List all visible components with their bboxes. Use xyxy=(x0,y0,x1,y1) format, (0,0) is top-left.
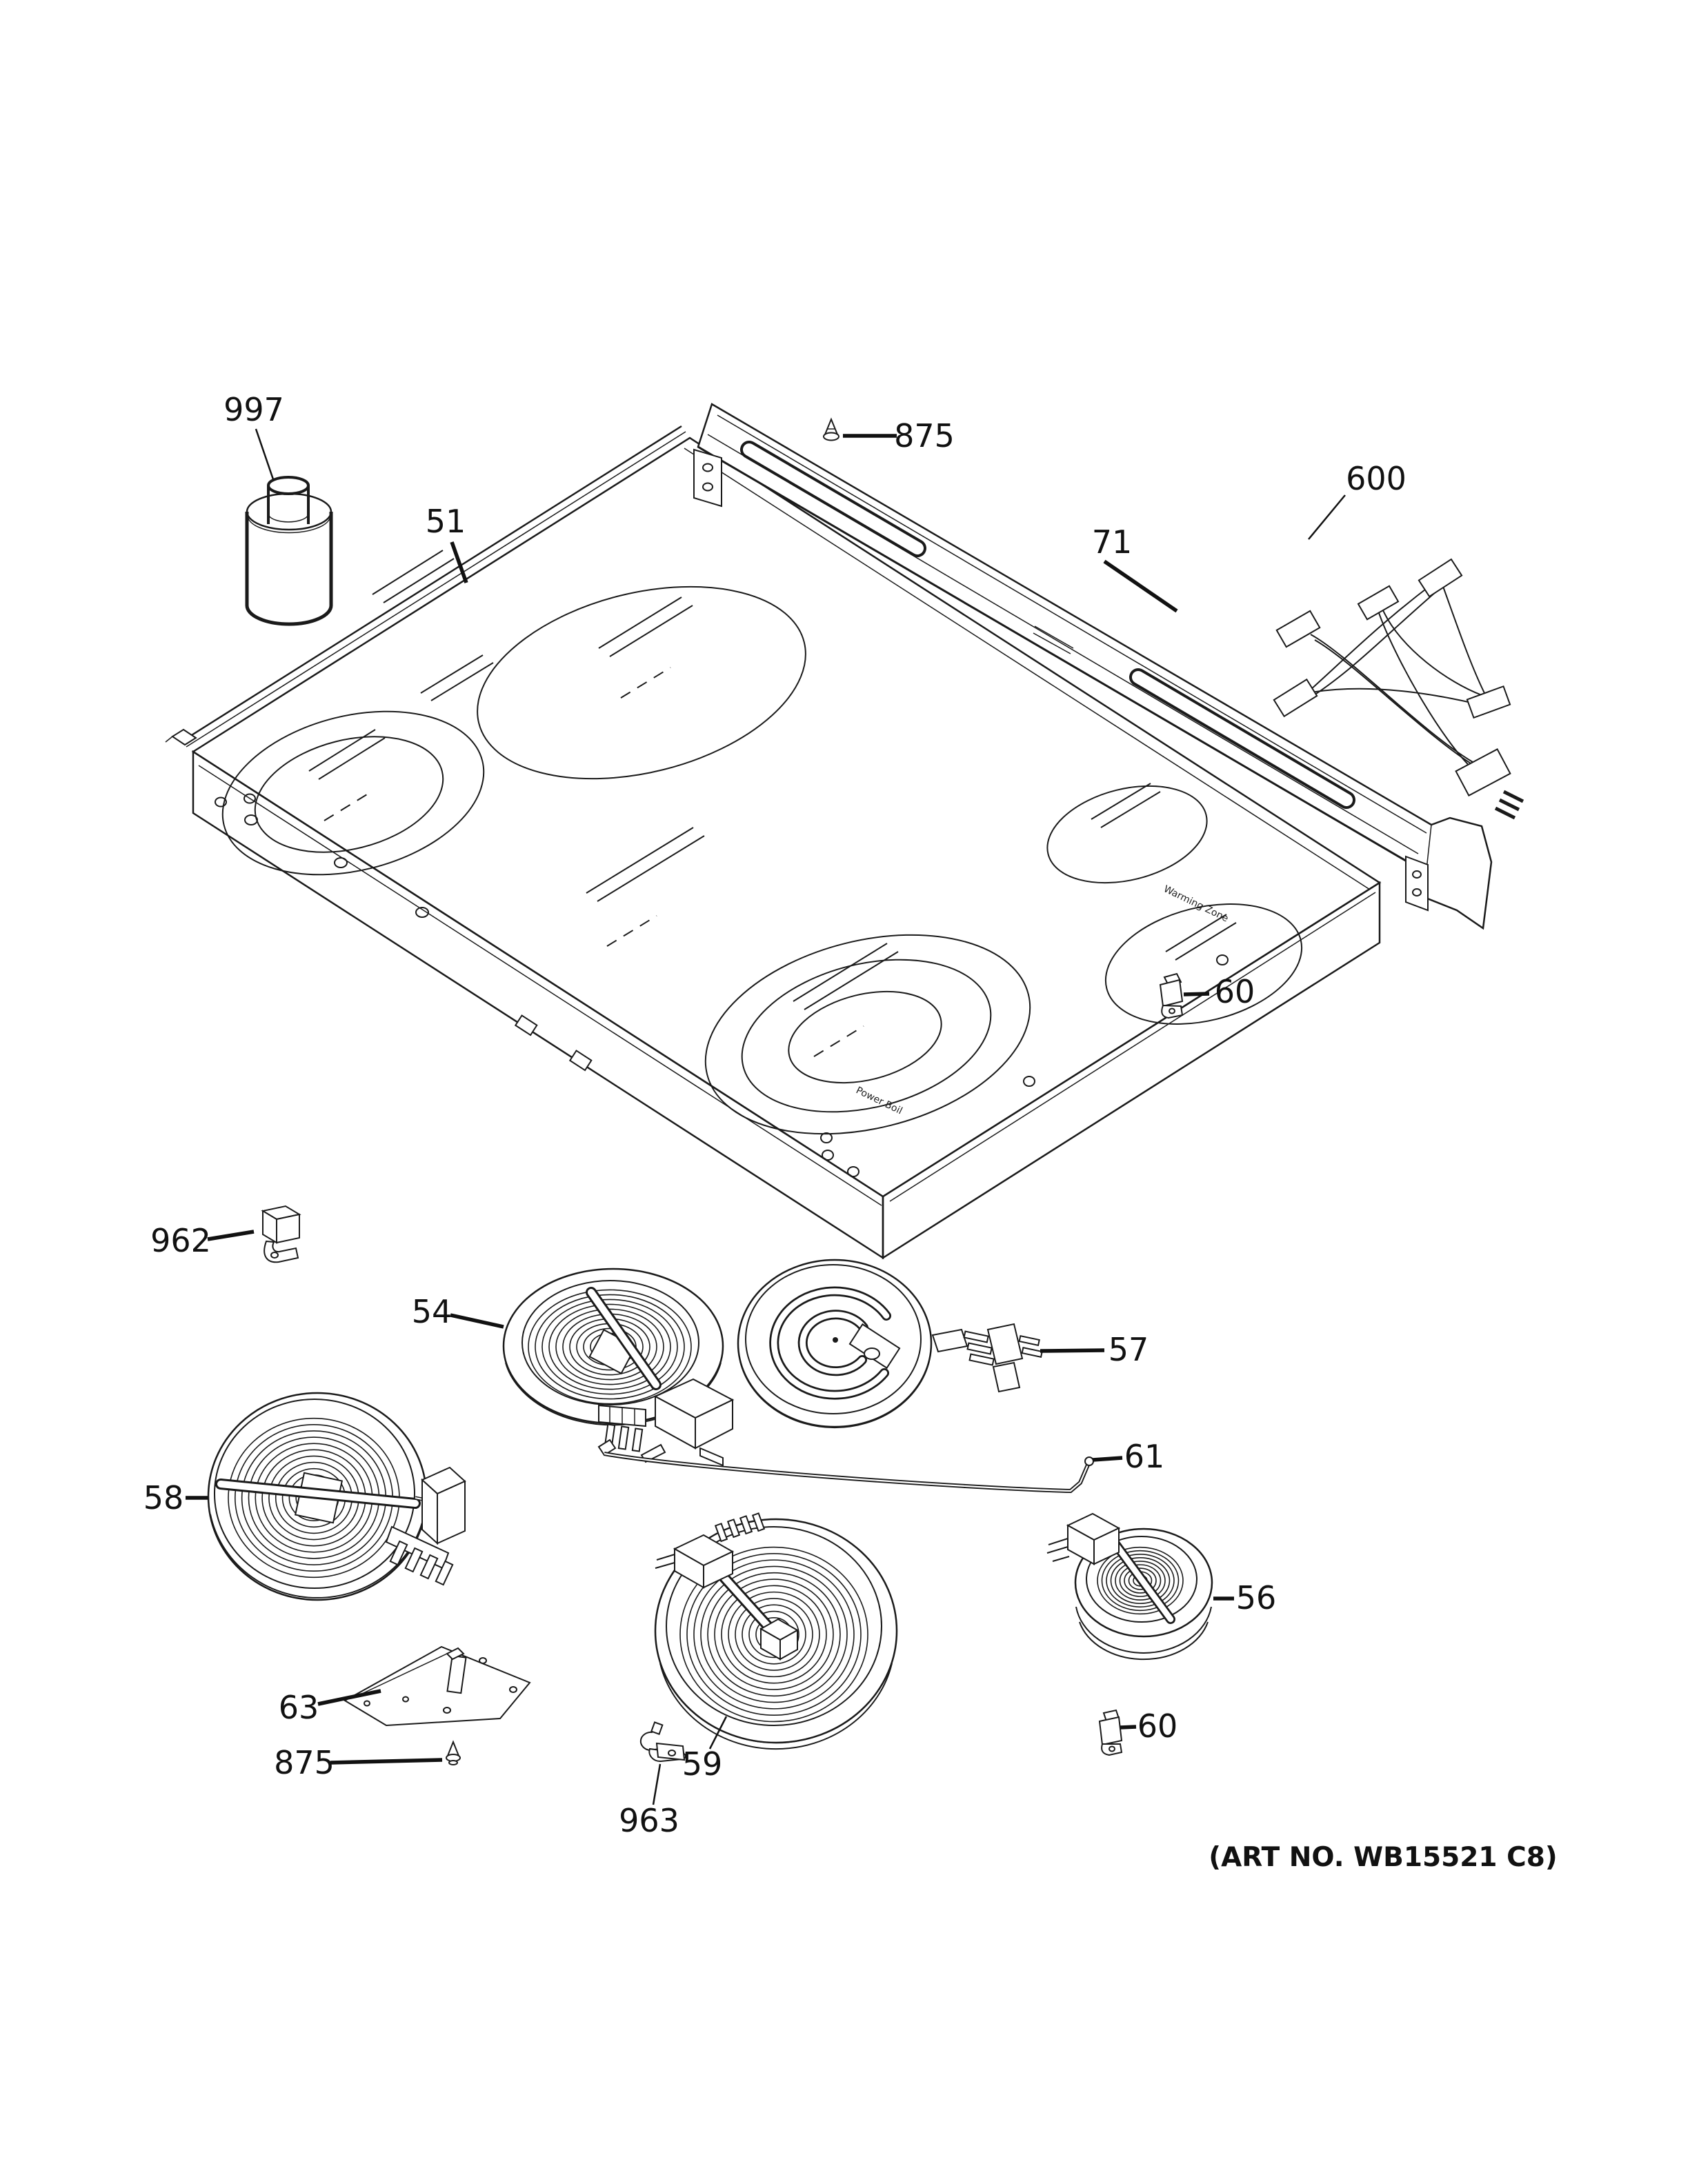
part-963-clip xyxy=(639,1721,686,1763)
callout-61: 61 xyxy=(1124,1438,1165,1475)
art-number: (ART NO. WB15521 C8) xyxy=(1209,1842,1557,1873)
callout-963: 963 xyxy=(619,1802,679,1839)
callout-71: 71 xyxy=(1092,523,1133,561)
power-boil-marking: Power Boil xyxy=(854,1085,904,1116)
part-600-wire-harness xyxy=(1273,558,1524,820)
callout-57: 57 xyxy=(1109,1331,1149,1368)
callout-labels: 997 51 875 71 600 60 962 54 57 58 61 56 … xyxy=(143,391,1406,1839)
part-875-screw-top xyxy=(823,417,839,441)
callout-60-bottom: 60 xyxy=(1137,1707,1178,1745)
callout-59: 59 xyxy=(682,1745,723,1783)
burner-ring-bottom-right xyxy=(1104,903,1303,1025)
leader-lines xyxy=(186,428,1346,1805)
callout-63: 63 xyxy=(279,1689,319,1726)
part-875-screw-bottom xyxy=(446,1740,461,1765)
callout-60-top: 60 xyxy=(1215,973,1255,1010)
callout-54: 54 xyxy=(412,1293,453,1330)
part-57-warming-element xyxy=(737,1259,1043,1429)
burner-ring-left xyxy=(221,710,485,876)
part-61-wire xyxy=(597,1439,1094,1494)
part-54-surface-element xyxy=(502,1268,735,1467)
burner-ring-top-center xyxy=(477,585,806,780)
part-56-surface-element xyxy=(1046,1512,1213,1661)
part-60-clip-top xyxy=(1159,972,1184,1019)
part-997-cleaner-bottle xyxy=(245,476,333,626)
part-58-surface-element xyxy=(207,1392,466,1601)
part-71-rear-trim-rail xyxy=(693,403,1493,930)
part-60-clip-bottom xyxy=(1098,1709,1123,1756)
glass-shine-marks xyxy=(308,550,1237,1057)
part-51-glass-cooktop: Warming Zone Power Boil xyxy=(165,425,1382,1260)
callout-997: 997 xyxy=(223,391,284,428)
callout-58: 58 xyxy=(143,1479,184,1516)
callout-962: 962 xyxy=(150,1222,211,1259)
part-59-surface-element-power-boil xyxy=(654,1512,898,1750)
part-63-bracket xyxy=(344,1645,531,1727)
burner-ring-power-boil: Power Boil xyxy=(704,934,1031,1135)
callout-51: 51 xyxy=(426,503,466,540)
callout-875-bottom: 875 xyxy=(274,1744,335,1781)
callout-600: 600 xyxy=(1346,460,1406,497)
callout-875-top: 875 xyxy=(894,417,955,454)
callout-56: 56 xyxy=(1236,1579,1277,1616)
part-962-clip xyxy=(261,1205,301,1263)
